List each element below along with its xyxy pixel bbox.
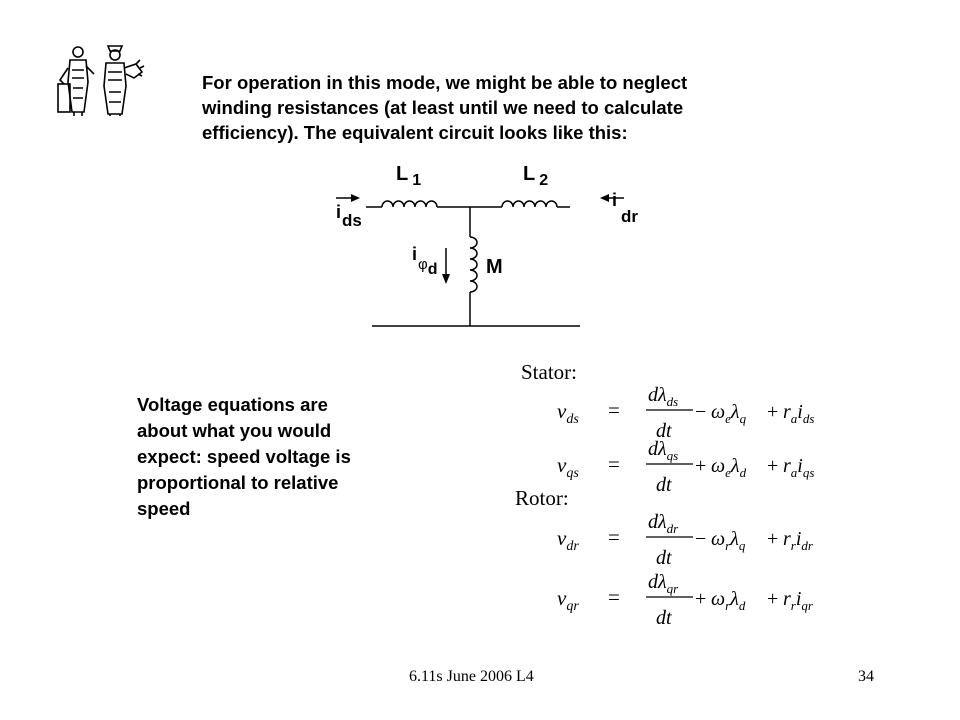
svg-text:=: = <box>608 585 620 609</box>
svg-text:dλqs: dλqs <box>648 438 678 463</box>
label-ids: ids <box>336 202 362 230</box>
voltage-equations: Stator: vds = dλds dt − ωeλq + raids vqs… <box>515 360 814 629</box>
mit-logo-icon <box>57 45 145 116</box>
svg-text:ωeλd: ωeλd <box>711 455 747 480</box>
page-number: 34 <box>858 668 874 685</box>
note-line: proportional to relative <box>137 472 339 493</box>
svg-text:vds: vds <box>557 399 579 427</box>
svg-text:ωrλd: ωrλd <box>711 588 746 613</box>
arrowhead-idr <box>600 194 609 202</box>
svg-text:−: − <box>695 401 706 423</box>
intro-line: winding resistances (at least until we n… <box>202 97 684 118</box>
note-line: Voltage equations are <box>137 394 328 415</box>
arrowhead-ids <box>351 194 360 202</box>
svg-text:rriqr: rriqr <box>783 588 814 613</box>
svg-text:dt: dt <box>656 547 672 569</box>
rotor-heading: Rotor: <box>515 486 569 510</box>
voltage-note: Voltage equations are about what you wou… <box>137 392 397 522</box>
note-line: speed <box>137 498 191 519</box>
label-idr: idr <box>612 190 638 226</box>
arrowhead-iphid <box>442 274 450 284</box>
svg-text:vqr: vqr <box>557 586 579 614</box>
intro-line: For operation in this mode, we might be … <box>202 72 688 93</box>
label-m: M <box>486 256 503 278</box>
svg-text:=: = <box>608 452 620 476</box>
svg-text:+: + <box>695 455 706 477</box>
svg-text:ωrλq: ωrλq <box>711 528 746 553</box>
note-line: about what you would <box>137 420 332 441</box>
svg-text:=: = <box>608 525 620 549</box>
stator-heading: Stator: <box>521 360 577 384</box>
intro-line: efficiency). The equivalent circuit look… <box>202 122 628 143</box>
intro-paragraph: For operation in this mode, we might be … <box>202 70 792 145</box>
svg-text:rridr: rridr <box>783 528 814 553</box>
equation-vds: vds = dλds dt − ωeλq + raids <box>557 384 814 442</box>
footer-label: 6.11s June 2006 L4 <box>409 668 534 685</box>
svg-text:dλdr: dλdr <box>648 511 679 536</box>
footer: 6.11s June 2006 L4 34 <box>0 668 960 692</box>
inductor-m <box>469 236 478 293</box>
svg-text:+: + <box>695 588 706 610</box>
label-iphid: iφd <box>412 244 438 278</box>
svg-text:+: + <box>767 528 778 550</box>
equation-vqs: vqs = dλqs dt + ωeλd + raiqs <box>557 438 814 496</box>
svg-text:dt: dt <box>656 474 672 496</box>
inductor-l2 <box>501 200 558 208</box>
svg-text:dλds: dλds <box>648 384 678 409</box>
svg-text:+: + <box>767 455 778 477</box>
svg-text:+: + <box>767 588 778 610</box>
svg-text:raiqs: raiqs <box>783 455 814 480</box>
svg-text:ωeλq: ωeλq <box>711 401 747 426</box>
svg-text:dλqr: dλqr <box>648 571 679 596</box>
inductor-l1 <box>381 200 438 208</box>
svg-text:dt: dt <box>656 420 672 442</box>
equation-vdr: vdr = dλdr dt − ωrλq + rridr <box>557 511 814 569</box>
svg-text:vdr: vdr <box>557 526 579 554</box>
svg-text:vqs: vqs <box>557 453 579 481</box>
svg-text:−: − <box>695 528 706 550</box>
svg-text:+: + <box>767 401 778 423</box>
svg-text:dt: dt <box>656 607 672 629</box>
svg-text:raids: raids <box>783 401 814 426</box>
equation-vqr: vqr = dλqr dt + ωrλd + rriqr <box>557 571 814 629</box>
note-line: expect: speed voltage is <box>137 446 351 467</box>
svg-text:=: = <box>608 398 620 422</box>
